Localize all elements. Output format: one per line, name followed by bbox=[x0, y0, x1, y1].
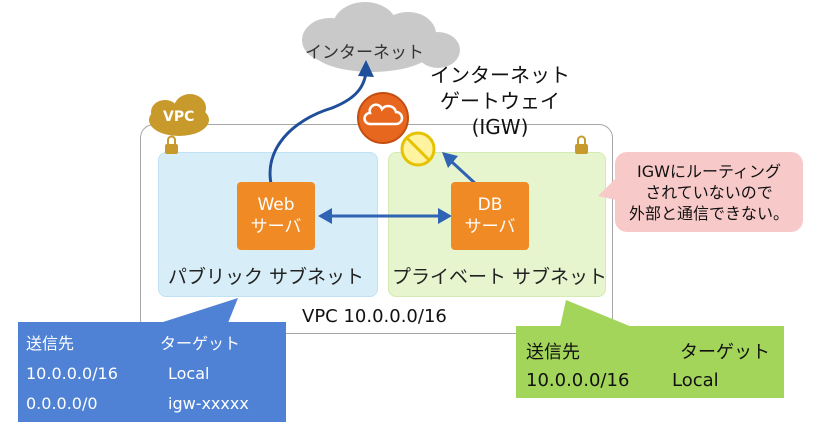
web-to-internet-arrow bbox=[268, 71, 368, 189]
web-server-line1: Web bbox=[257, 195, 295, 215]
blocked-icon bbox=[400, 131, 436, 167]
vpc-badge-icon bbox=[149, 94, 209, 136]
callout-line3: 外部と通信できない。 bbox=[628, 203, 789, 223]
private-subnet-lock-icon bbox=[575, 135, 588, 154]
private-subnet-label: プライベート サブネット bbox=[392, 266, 608, 288]
vpc-badge: VPC bbox=[163, 109, 195, 125]
callout-line2: されていないので bbox=[645, 182, 773, 202]
routing-callout: IGWにルーティング されていないので 外部と通信できない。 bbox=[615, 152, 803, 232]
public-table-row2-destination: 0.0.0.0/0 bbox=[26, 394, 98, 413]
public-route-table: 送信先 ターゲット 10.0.0.0/16 Local 0.0.0.0/0 ig… bbox=[18, 322, 286, 422]
web-db-arrowhead-left bbox=[318, 208, 332, 224]
internet-label: インターネット bbox=[305, 43, 424, 63]
private-table-row1-destination: 10.0.0.0/16 bbox=[526, 370, 630, 391]
public-subnet-label: パブリック サブネット bbox=[168, 266, 365, 288]
public-table-tail bbox=[160, 298, 238, 323]
private-route-table: 送信先 ターゲット 10.0.0.0/16 Local bbox=[516, 326, 784, 398]
igw-label-line2: ゲートウェイ (IGW) bbox=[440, 89, 560, 139]
db-server-line1: DB bbox=[477, 195, 503, 215]
vpc-cidr-label: VPC 10.0.0.0/16 bbox=[302, 306, 447, 327]
callout-line1: IGWにルーティング bbox=[637, 161, 781, 181]
public-subnet-lock-icon bbox=[165, 135, 178, 154]
public-table-row1-destination: 10.0.0.0/16 bbox=[26, 364, 118, 383]
internet-cloud-icon bbox=[302, 2, 460, 72]
private-table-header-destination: 送信先 bbox=[526, 342, 580, 363]
web-server-line2: サーバ bbox=[250, 217, 302, 237]
web-server: Web サーバ bbox=[237, 182, 315, 250]
private-table-tail bbox=[560, 300, 632, 327]
private-table-header-target: ターゲット bbox=[680, 342, 770, 363]
public-table-header-destination: 送信先 bbox=[26, 334, 75, 353]
igw-label: インターネット ゲートウェイ (IGW) bbox=[410, 62, 590, 140]
db-server-line2: サーバ bbox=[464, 217, 516, 237]
callout-tail bbox=[598, 178, 616, 200]
igw-label-line1: インターネット bbox=[430, 63, 570, 87]
public-table-header-target: ターゲット bbox=[160, 334, 241, 353]
db-server: DB サーバ bbox=[451, 182, 529, 250]
private-table-row1-target: Local bbox=[672, 370, 719, 391]
public-table-row2-target: igw-xxxxx bbox=[168, 394, 249, 413]
igw-icon bbox=[357, 92, 409, 144]
web-db-arrowhead-right bbox=[438, 208, 452, 224]
web-to-internet-arrowhead bbox=[358, 60, 374, 77]
public-table-row1-target: Local bbox=[168, 364, 210, 383]
db-to-igw-arrowhead bbox=[442, 152, 458, 168]
